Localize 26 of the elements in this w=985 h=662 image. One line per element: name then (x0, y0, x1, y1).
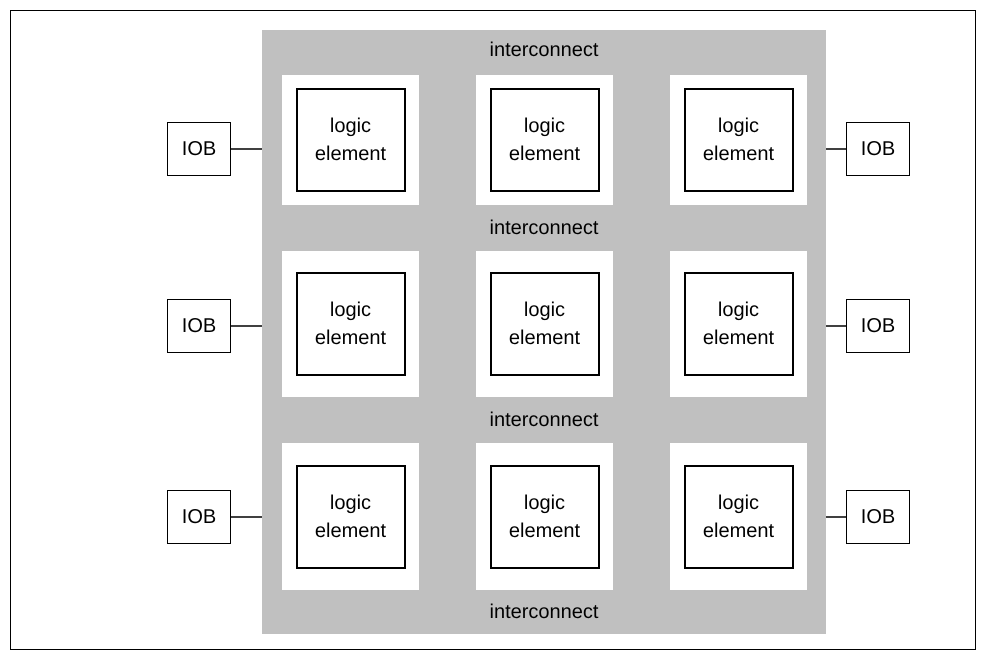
iob-box: IOB (167, 299, 231, 353)
interconnect-label: interconnect (490, 600, 598, 624)
connector-line (826, 148, 846, 150)
connector-line (231, 325, 262, 327)
logic-element-box: logic element (490, 464, 600, 568)
logic-element-box: logic element (296, 88, 406, 192)
logic-element-box: logic element (296, 272, 406, 376)
logic-element-box: logic element (684, 88, 794, 192)
iob-box: IOB (846, 490, 910, 544)
logic-element-box: logic element (296, 464, 406, 568)
connector-line (826, 516, 846, 518)
logic-element-box: logic element (684, 464, 794, 568)
connector-line (826, 325, 846, 327)
logic-element-box: logic element (490, 272, 600, 376)
logic-element-box: logic element (684, 272, 794, 376)
interconnect-panel (262, 30, 826, 634)
iob-box: IOB (846, 122, 910, 176)
logic-element-box: logic element (490, 88, 600, 192)
connector-line (231, 148, 262, 150)
interconnect-label: interconnect (490, 408, 598, 432)
interconnect-label: interconnect (490, 38, 598, 62)
connector-line (231, 516, 262, 518)
iob-box: IOB (167, 490, 231, 544)
interconnect-label: interconnect (490, 216, 598, 240)
iob-box: IOB (846, 299, 910, 353)
iob-box: IOB (167, 122, 231, 176)
